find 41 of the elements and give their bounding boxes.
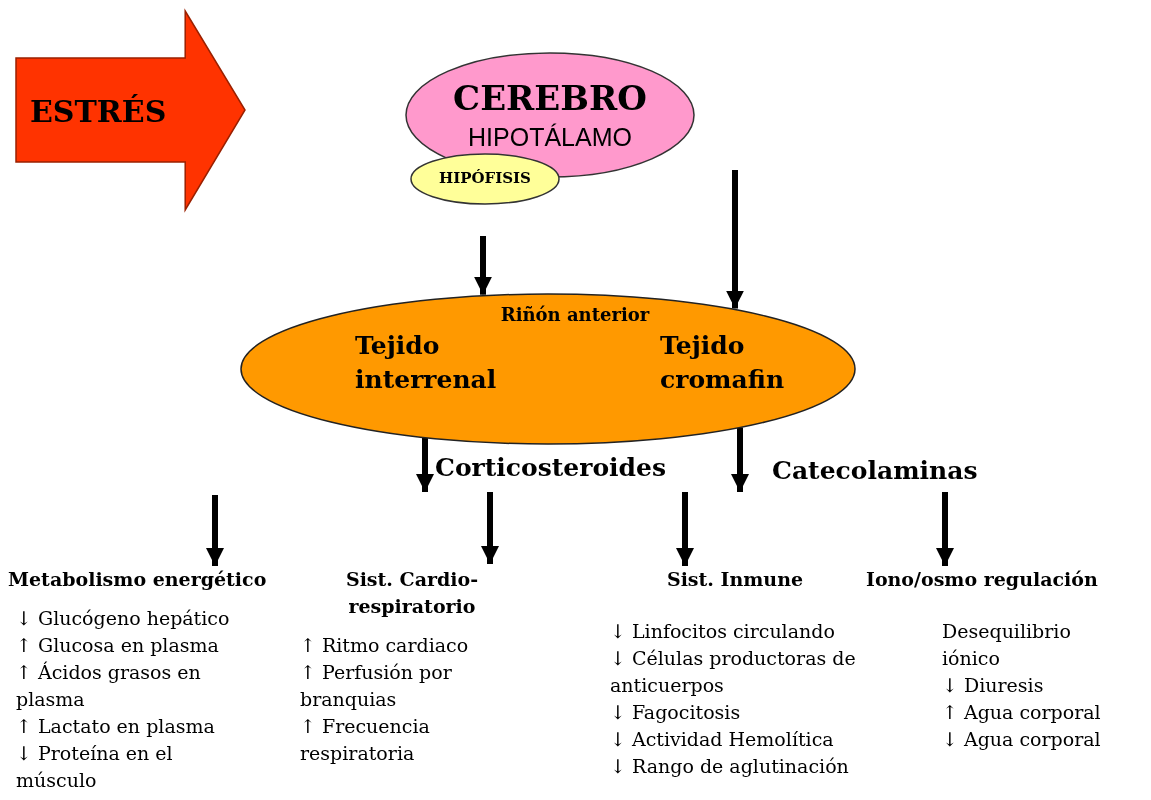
pituitary-ellipse — [410, 153, 560, 205]
effect-text: ↓ Células productoras de anticuerpos — [610, 646, 857, 698]
effect-text: ↓ Rango de aglutinación — [610, 754, 850, 779]
stress-arrow — [15, 10, 247, 212]
effect-text: ↓ Diuresis — [942, 673, 1045, 698]
effect-text: ↑ Perfusión por branquias — [300, 660, 453, 712]
arrow — [936, 492, 954, 566]
effect-text: Desequilibrio iónico — [942, 619, 1072, 671]
effect-text: ↓ Proteína en el músculo — [16, 741, 174, 793]
title-text: ESTRÉS — [30, 94, 168, 130]
effect-text: ↑ Ritmo cardiaco — [300, 633, 470, 658]
heading-text: Sist. Cardio-respiratorio — [344, 567, 480, 619]
effect-text: ↑ Ácidos grasos en plasma — [16, 660, 202, 712]
heading-text: Catecolaminas — [772, 455, 979, 487]
title-text: HIPÓFISIS — [438, 169, 532, 187]
body-text: Tejido interrenal — [355, 330, 498, 396]
effect-text: ↑ Agua corporal — [942, 700, 1102, 725]
arrow — [726, 170, 744, 309]
heading-text: Metabolismo energético — [8, 568, 268, 591]
effect-text: ↓ Fagocitosis — [610, 700, 742, 725]
effect-text: ↑ Glucosa en plasma — [16, 633, 220, 658]
kidney-ellipse — [240, 293, 856, 445]
title-text: Riñón anterior — [499, 304, 651, 326]
heading-text: Corticosteroides — [435, 452, 668, 484]
effect-text: ↑ Frecuencia respiratoria — [300, 714, 431, 766]
arrow — [474, 236, 492, 295]
title-text: CEREBRO — [452, 78, 648, 119]
effect-text: ↓ Agua corporal — [942, 727, 1102, 752]
effect-text: ↓ Actividad Hemolítica — [610, 727, 835, 752]
arrow — [206, 495, 224, 566]
body-text: Tejido cromafin — [660, 330, 786, 396]
heading-text: Sist. Inmune — [665, 568, 805, 591]
arrow — [416, 437, 434, 492]
effect-text: ↑ Lactato en plasma — [16, 714, 216, 739]
arrow — [676, 492, 694, 566]
body-text: HIPOTÁLAMO — [467, 122, 633, 152]
effect-text: ↓ Linfocitos circulando — [610, 619, 836, 644]
heading-text: Iono/osmo regulación — [866, 568, 1099, 591]
effect-text: ↓ Glucógeno hepático — [16, 606, 231, 631]
arrow — [481, 492, 499, 564]
arrow — [731, 427, 749, 492]
